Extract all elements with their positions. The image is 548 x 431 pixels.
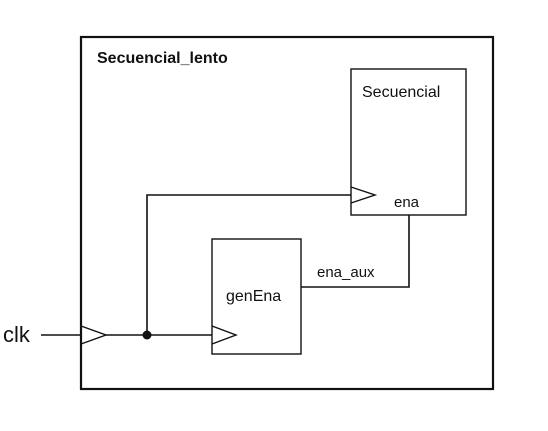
clk-branch-to-secuencial: [146, 194, 351, 335]
clk-junction-dot: [142, 330, 152, 340]
block-genena: [211, 238, 302, 355]
block-secuencial: [350, 68, 467, 216]
secuencial-clock-triangle: [350, 186, 378, 204]
genena-clock-triangle: [211, 325, 238, 345]
ena-aux-label: ena_aux: [317, 264, 375, 281]
block-secuencial-title: Secuencial: [362, 84, 440, 101]
block-genena-title: genEna: [226, 288, 281, 305]
clk-input-label: clk: [3, 322, 31, 347]
outer-block-title: Secuencial_lento: [97, 50, 228, 67]
ena-aux-wire: [301, 215, 410, 288]
secuencial-ena-port-label: ena: [394, 194, 420, 211]
